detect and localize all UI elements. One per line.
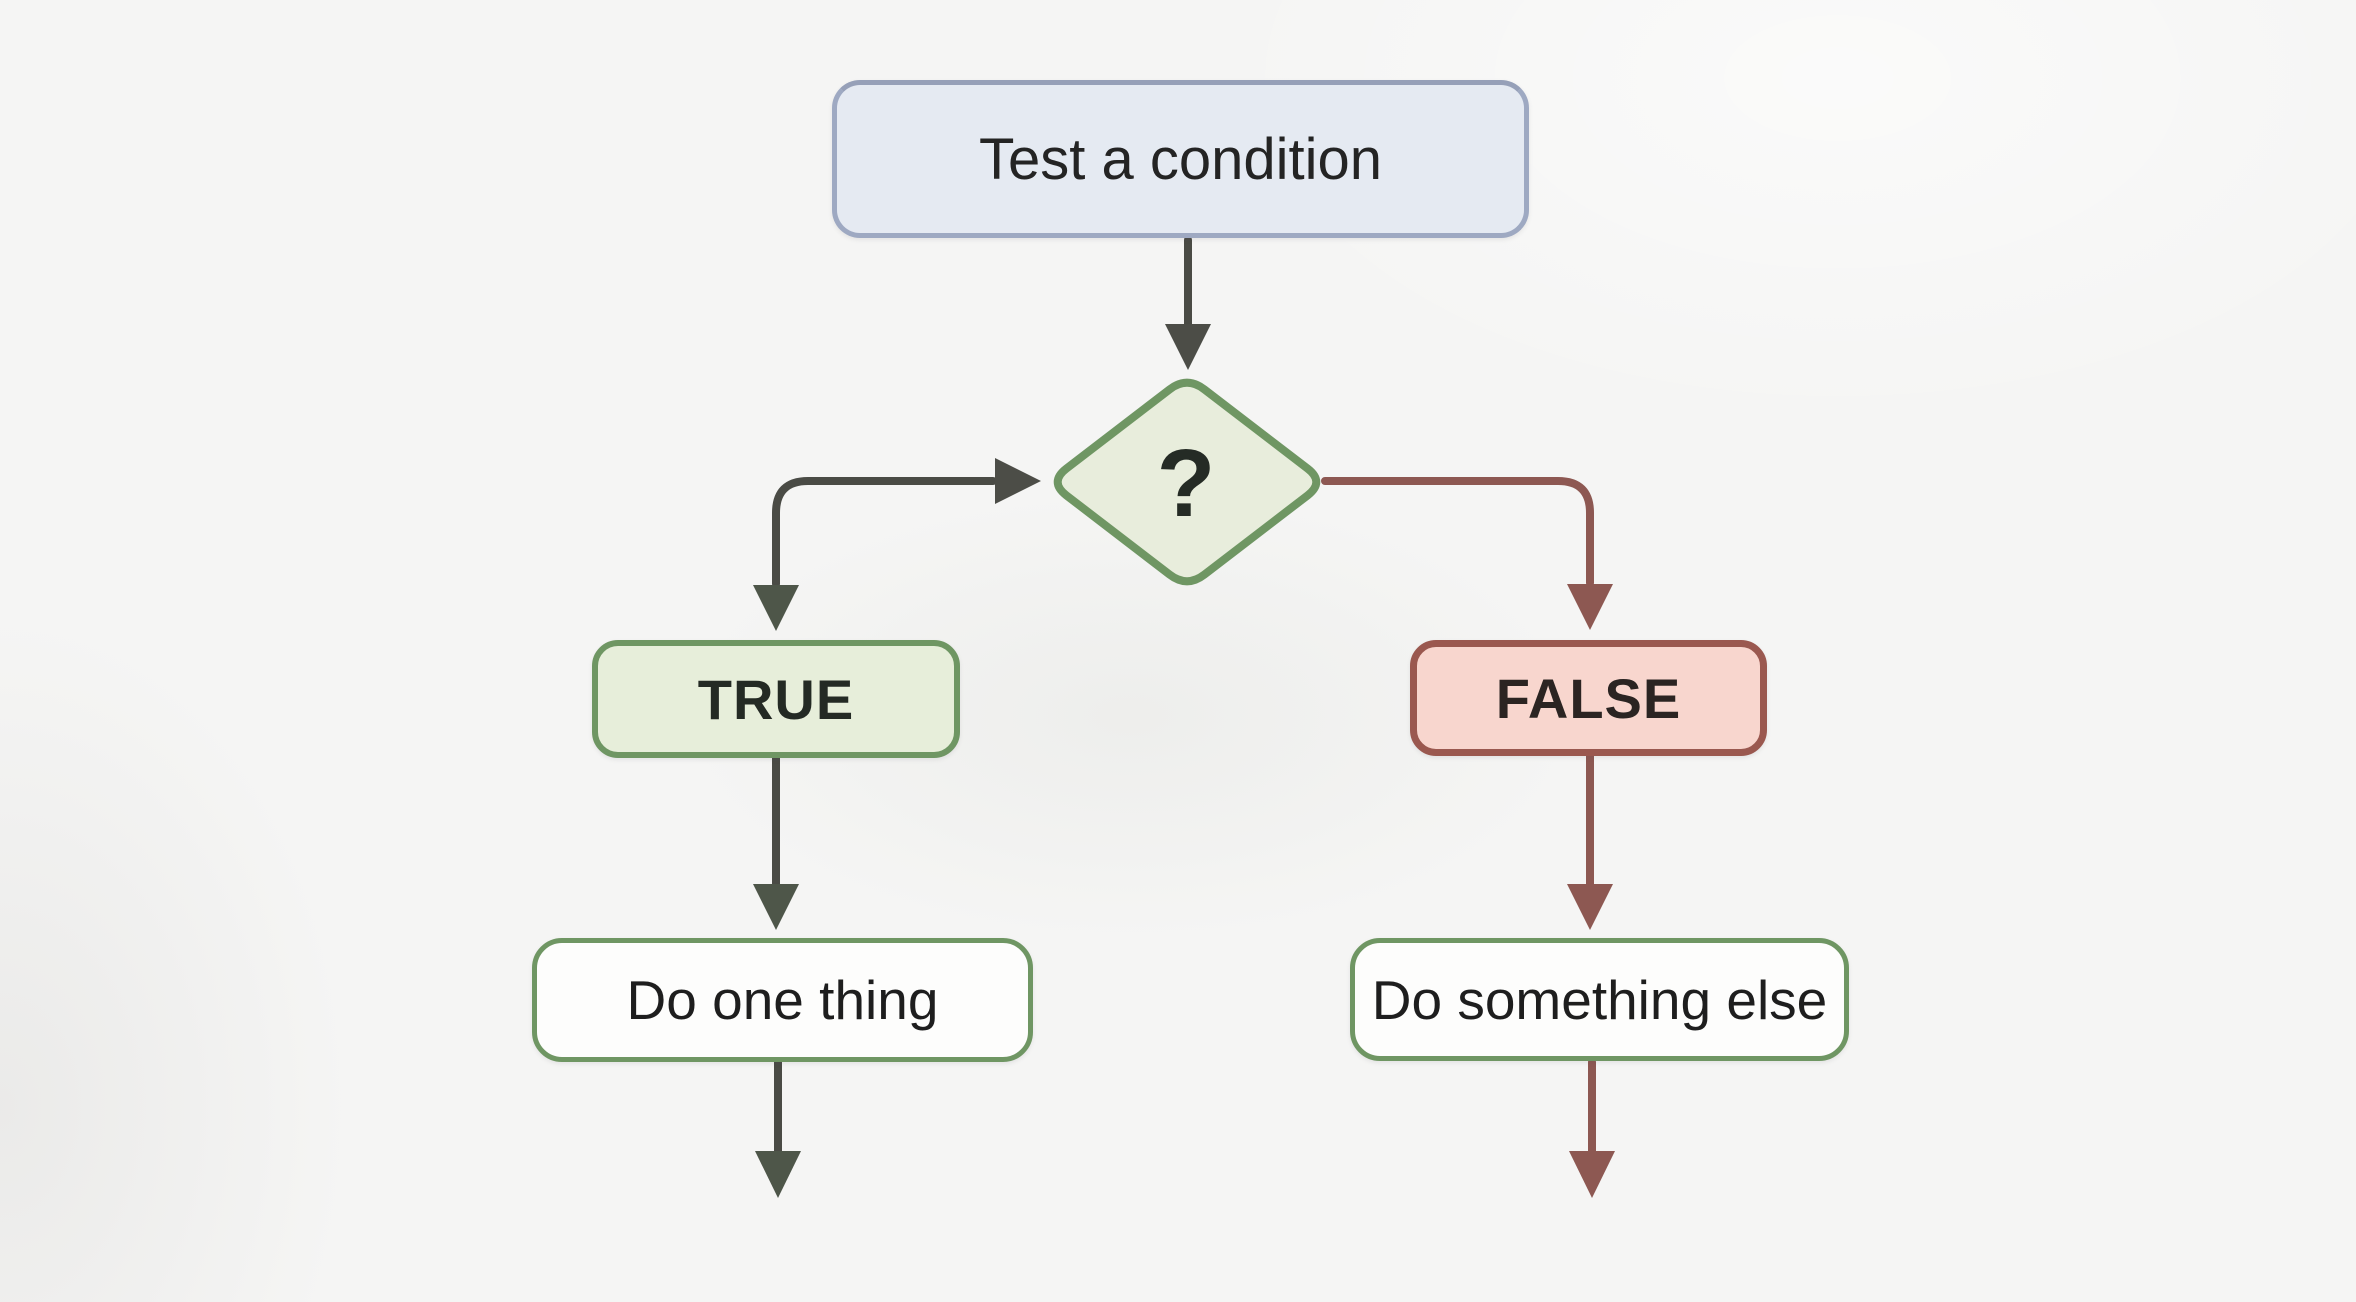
node-false: FALSE bbox=[1410, 640, 1767, 756]
arrow-decision-to-true bbox=[753, 458, 1041, 631]
node-true: TRUE bbox=[592, 640, 960, 758]
node-false-label: FALSE bbox=[1495, 666, 1682, 730]
node-true-label: TRUE bbox=[697, 667, 855, 731]
decision-diamond bbox=[1053, 378, 1321, 586]
decision-question-mark: ? bbox=[1106, 424, 1266, 544]
node-test-condition-label: Test a condition bbox=[978, 126, 1383, 192]
arrow-decision-to-false bbox=[1321, 477, 1613, 630]
node-do-one-thing: Do one thing bbox=[532, 938, 1033, 1062]
node-test-condition: Test a condition bbox=[832, 80, 1529, 238]
arrow-true-to-action bbox=[753, 754, 799, 930]
arrow-condition-to-decision bbox=[1165, 236, 1211, 370]
arrow-false-action-exit bbox=[1569, 1058, 1615, 1198]
decision-label-text: ? bbox=[1156, 430, 1216, 537]
arrow-true-action-exit bbox=[755, 1058, 801, 1198]
node-do-one-thing-label: Do one thing bbox=[626, 969, 939, 1031]
node-do-something-else-label: Do something else bbox=[1371, 968, 1828, 1031]
node-do-something-else: Do something else bbox=[1350, 938, 1849, 1061]
arrow-false-to-action bbox=[1567, 752, 1613, 930]
